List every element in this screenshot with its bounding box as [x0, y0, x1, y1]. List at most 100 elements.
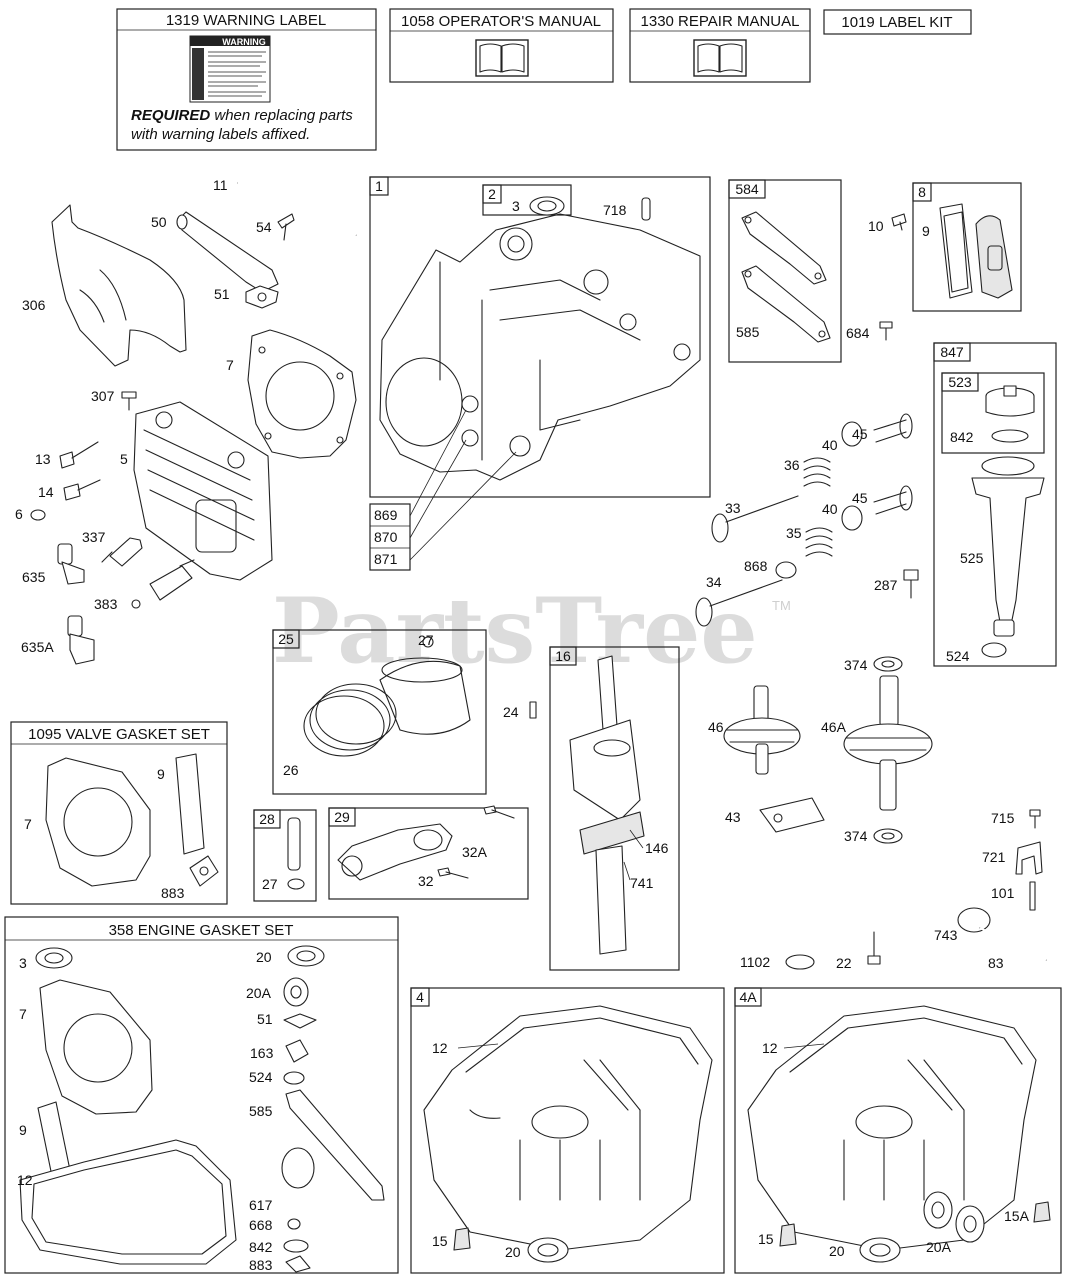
valve-gasket-set-1095[interactable]: 1095 VALVE GASKET SET 7 9 883	[10, 721, 228, 905]
bracket-721[interactable]	[1015, 841, 1043, 875]
gasket-51[interactable]	[245, 285, 279, 309]
cylinder-head-5[interactable]	[133, 401, 273, 581]
label-vg7: 7	[24, 816, 32, 832]
engine-gasket-set-358[interactable]: 358 ENGINE GASKET SET 3 7 9 12 20 20A 51…	[4, 916, 399, 1274]
piston-assembly-25[interactable]: 25 27 26	[272, 629, 487, 795]
valve-tappet-45a[interactable]	[873, 413, 913, 443]
box-847-number: 847	[940, 344, 964, 360]
o-ring-524	[981, 642, 1007, 658]
screw-684[interactable]	[879, 321, 893, 341]
head-gasket-7[interactable]	[247, 329, 357, 459]
sump-4a[interactable]: 4A 12 15 20 20A 15A	[734, 987, 1062, 1274]
label-eg883: 883	[249, 1257, 273, 1273]
valve-spring-35[interactable]	[805, 527, 833, 557]
warning-sticker-icon: WARNING	[189, 35, 271, 103]
warning-required-rest: when replacing parts	[210, 107, 353, 124]
bolt-13[interactable]	[59, 441, 99, 469]
repair-manual-box[interactable]: 1330 REPAIR MANUAL	[629, 8, 811, 83]
spark-plug-boot-635a[interactable]	[67, 615, 95, 665]
spark-plug-337[interactable]	[101, 537, 143, 567]
label-43: 43	[725, 809, 741, 825]
warning-sticker-title: WARNING	[222, 37, 266, 47]
pin-101[interactable]	[1029, 881, 1036, 911]
label-5: 5	[120, 451, 128, 467]
washer-374b[interactable]	[873, 828, 903, 844]
label-46: 46	[708, 719, 724, 735]
gasket-eg163	[285, 1039, 309, 1063]
label-10: 10	[868, 218, 884, 234]
label-s4a-20: 20	[829, 1243, 845, 1259]
label-101: 101	[991, 885, 1015, 901]
camshaft-46a[interactable]	[843, 675, 933, 811]
box-4-number: 4	[416, 989, 424, 1005]
screw-287[interactable]	[903, 569, 919, 599]
valve-retainer-40b[interactable]	[841, 505, 863, 531]
label-eg163: 163	[250, 1045, 274, 1061]
valve-retainer-40a[interactable]	[841, 421, 863, 447]
stud-14[interactable]	[63, 479, 101, 501]
label-871: 871	[374, 551, 398, 567]
box-1-number: 1	[375, 178, 383, 194]
label-s4-20: 20	[505, 1244, 521, 1260]
label-45a: 45	[852, 426, 868, 442]
screw-715[interactable]	[1029, 809, 1041, 829]
label-337: 337	[82, 529, 106, 545]
valve-cover-plates-584[interactable]: 584 585	[728, 179, 842, 363]
label-741: 741	[630, 875, 654, 891]
o-ring-eg842	[283, 1239, 309, 1253]
dipstick-assembly-847[interactable]: 847 523 842 525 524	[933, 342, 1057, 667]
washer-6[interactable]	[30, 509, 46, 521]
operators-manual-box[interactable]: 1058 OPERATOR'S MANUAL	[389, 8, 614, 83]
label-525: 525	[960, 550, 984, 566]
dipstick-tube-11[interactable]	[237, 181, 357, 237]
label-26: 26	[283, 762, 299, 778]
valve-gasket-set-header: 1095 VALVE GASKET SET	[28, 726, 210, 743]
label-6: 6	[15, 506, 23, 522]
valve-34[interactable]	[695, 579, 783, 627]
base-gasket-eg12	[19, 1139, 237, 1265]
book-icon	[475, 39, 529, 77]
label-27b: 27	[262, 876, 278, 892]
label-eg51: 51	[257, 1011, 273, 1027]
governor-shaft-743[interactable]	[957, 907, 1047, 961]
screw-10[interactable]	[891, 213, 907, 231]
crankshaft-16[interactable]: 16 146 741	[549, 646, 680, 971]
breather-tube-50[interactable]	[176, 211, 279, 293]
seal-868[interactable]	[775, 561, 797, 579]
label-83: 83	[988, 955, 1004, 971]
label-s4a-15a: 15A	[1004, 1208, 1030, 1224]
primer-383[interactable]	[131, 559, 195, 609]
camshaft-46[interactable]	[723, 685, 801, 775]
cylinder-block-1	[379, 213, 701, 481]
label-27a: 27	[418, 632, 434, 648]
label-869: 869	[374, 507, 398, 523]
label-46a: 46A	[821, 719, 847, 735]
connecting-rod-29[interactable]: 29 32A 32	[328, 805, 529, 900]
warning-label-box[interactable]: 1319 WARNING LABEL WARNING REQUIRED when…	[116, 8, 377, 151]
label-kit-box[interactable]: 1019 LABEL KIT	[823, 9, 972, 35]
screw-54[interactable]	[277, 213, 295, 241]
seal-1102[interactable]	[785, 954, 815, 970]
piston-pin-28[interactable]: 28 27	[253, 809, 317, 902]
screw-307[interactable]	[121, 391, 137, 411]
washer-374a[interactable]	[873, 656, 903, 672]
valve-tappet-45b[interactable]	[873, 485, 913, 515]
head-gasket-eg7	[39, 979, 153, 1115]
seal-eg20	[287, 945, 325, 967]
cylinder-block-box[interactable]: 1 2 3 718	[369, 176, 711, 498]
o-ring-eg617	[281, 1147, 315, 1189]
governor-43[interactable]	[759, 797, 825, 833]
key-24[interactable]	[529, 701, 537, 719]
breather-assembly-8[interactable]: 8 9	[912, 182, 1022, 312]
valve-33[interactable]	[711, 495, 799, 543]
label-715: 715	[991, 810, 1015, 826]
label-585: 585	[736, 324, 760, 340]
callout-869-871[interactable]: 869 870 871	[369, 409, 517, 571]
bolt-22[interactable]	[867, 931, 881, 965]
label-13: 13	[35, 451, 51, 467]
sump-4[interactable]: 4 12 15 20	[410, 987, 725, 1274]
air-baffle-306[interactable]	[51, 204, 187, 367]
valve-spring-36[interactable]	[803, 457, 831, 487]
label-635a: 635A	[21, 639, 54, 655]
spark-plug-boot-635[interactable]	[57, 543, 85, 585]
